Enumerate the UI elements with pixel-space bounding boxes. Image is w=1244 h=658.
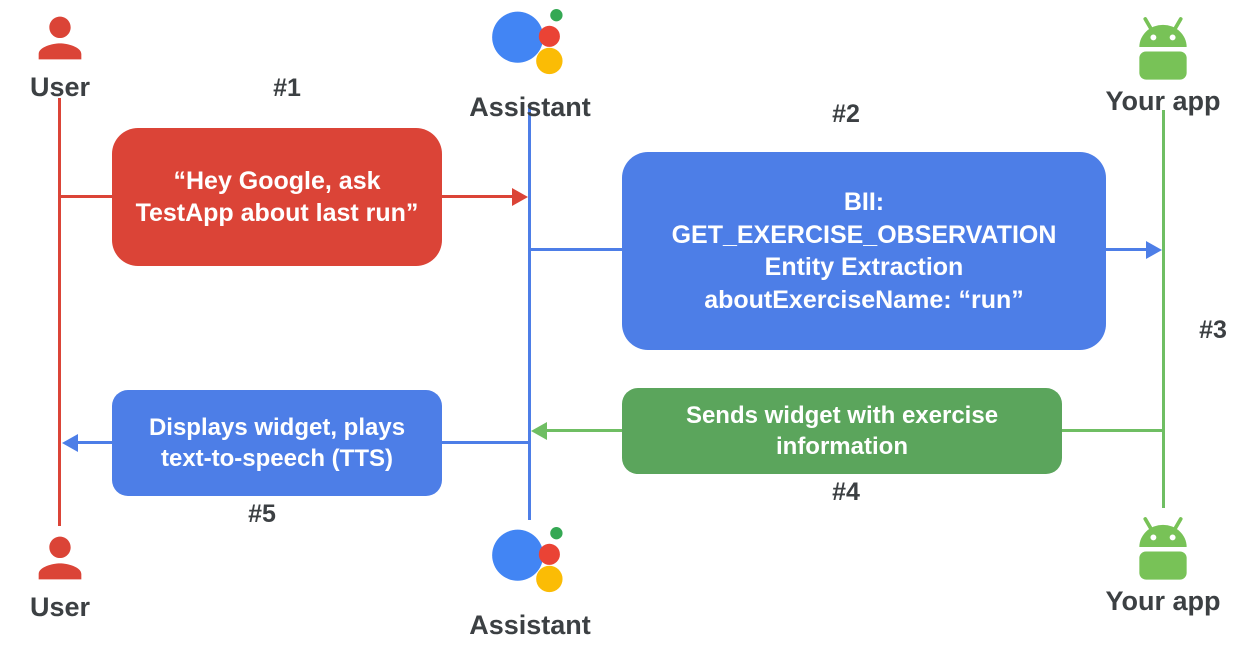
message-box-step1: “Hey Google, ask TestApp about last run” bbox=[112, 128, 442, 266]
user-icon bbox=[38, 536, 82, 580]
message-text-step1: “Hey Google, ask TestApp about last run” bbox=[135, 166, 419, 228]
message-text-step5: Displays widget, plays text-to-speech (T… bbox=[148, 413, 406, 472]
arrow-step2-head-icon bbox=[1146, 241, 1162, 259]
assistant-icon bbox=[492, 527, 563, 593]
actor-label-user-bottom: User bbox=[29, 592, 91, 622]
actor-label-app-top: Your app bbox=[1105, 86, 1221, 116]
arrow-step2-segment-left bbox=[530, 248, 624, 251]
arrow-step4-segment-right bbox=[1058, 429, 1164, 432]
step-label-3: #3 bbox=[1199, 316, 1227, 344]
actor-label-app-bottom: Your app bbox=[1105, 586, 1221, 616]
arrow-step1-segment-right bbox=[440, 195, 512, 198]
actor-assistant-top: Assistant bbox=[448, 2, 612, 123]
actor-label-assistant-bottom: Assistant bbox=[469, 610, 591, 640]
android-icon bbox=[1139, 517, 1187, 580]
message-text-step4: Sends widget with exercise information bbox=[685, 401, 999, 460]
arrow-step5-segment-left bbox=[78, 441, 114, 444]
actor-app-top: Your app bbox=[1078, 16, 1244, 117]
step-label-1: #1 bbox=[273, 74, 301, 102]
step-label-4: #4 bbox=[832, 478, 860, 506]
actor-label-assistant-top: Assistant bbox=[469, 92, 591, 122]
arrow-step1-segment-left bbox=[60, 195, 114, 198]
arrow-step5-head-icon bbox=[62, 434, 78, 452]
actor-app-bottom: Your app bbox=[1078, 516, 1244, 617]
step-label-5: #5 bbox=[248, 500, 276, 528]
user-lifeline bbox=[58, 98, 61, 526]
message-box-step2: BII: GET_EXERCISE_OBSERVATION Entity Ext… bbox=[622, 152, 1106, 350]
assistant-icon bbox=[492, 9, 563, 75]
arrow-step4-segment-left bbox=[547, 429, 624, 432]
actor-user-bottom: User bbox=[10, 526, 110, 623]
step-label-2: #2 bbox=[832, 100, 860, 128]
arrow-step4-head-icon bbox=[531, 422, 547, 440]
user-icon bbox=[38, 16, 82, 60]
actor-label-user-top: User bbox=[29, 72, 91, 102]
actor-user-top: User bbox=[10, 6, 110, 103]
android-icon bbox=[1139, 17, 1187, 80]
message-box-step5: Displays widget, plays text-to-speech (T… bbox=[112, 390, 442, 496]
actor-assistant-bottom: Assistant bbox=[448, 520, 612, 641]
arrow-step5-segment-right bbox=[440, 441, 530, 444]
message-box-step4: Sends widget with exercise information bbox=[622, 388, 1062, 474]
arrow-step2-segment-right bbox=[1104, 248, 1148, 251]
app-lifeline bbox=[1162, 110, 1165, 508]
message-text-step2: BII: GET_EXERCISE_OBSERVATION Entity Ext… bbox=[671, 188, 1057, 314]
assistant-lifeline bbox=[528, 108, 531, 520]
arrow-step1-head-icon bbox=[512, 188, 528, 206]
